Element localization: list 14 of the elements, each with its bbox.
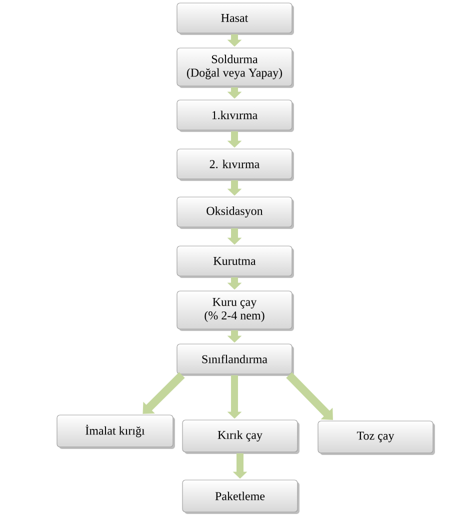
process-box: Kuru çay (% 2-4 nem) xyxy=(176,290,294,331)
process-box: Toz çay xyxy=(318,420,435,455)
process-box: Kırık çay xyxy=(182,420,300,454)
process-box: Oksidasyon xyxy=(176,196,294,229)
process-box: Hasat xyxy=(176,2,294,35)
process-box: Paketleme xyxy=(182,480,300,514)
process-box: 1.kıvırma xyxy=(176,100,294,132)
arrow xyxy=(142,372,185,414)
process-box: Kurutma xyxy=(176,246,294,278)
process-box: İmalat kırığı xyxy=(56,414,175,449)
arrow xyxy=(286,372,333,420)
process-box: 2. kıvırma xyxy=(176,148,294,181)
process-box: Sınıflandırma xyxy=(176,344,294,376)
process-box: Soldurma (Doğal veya Yapay) xyxy=(176,48,294,88)
